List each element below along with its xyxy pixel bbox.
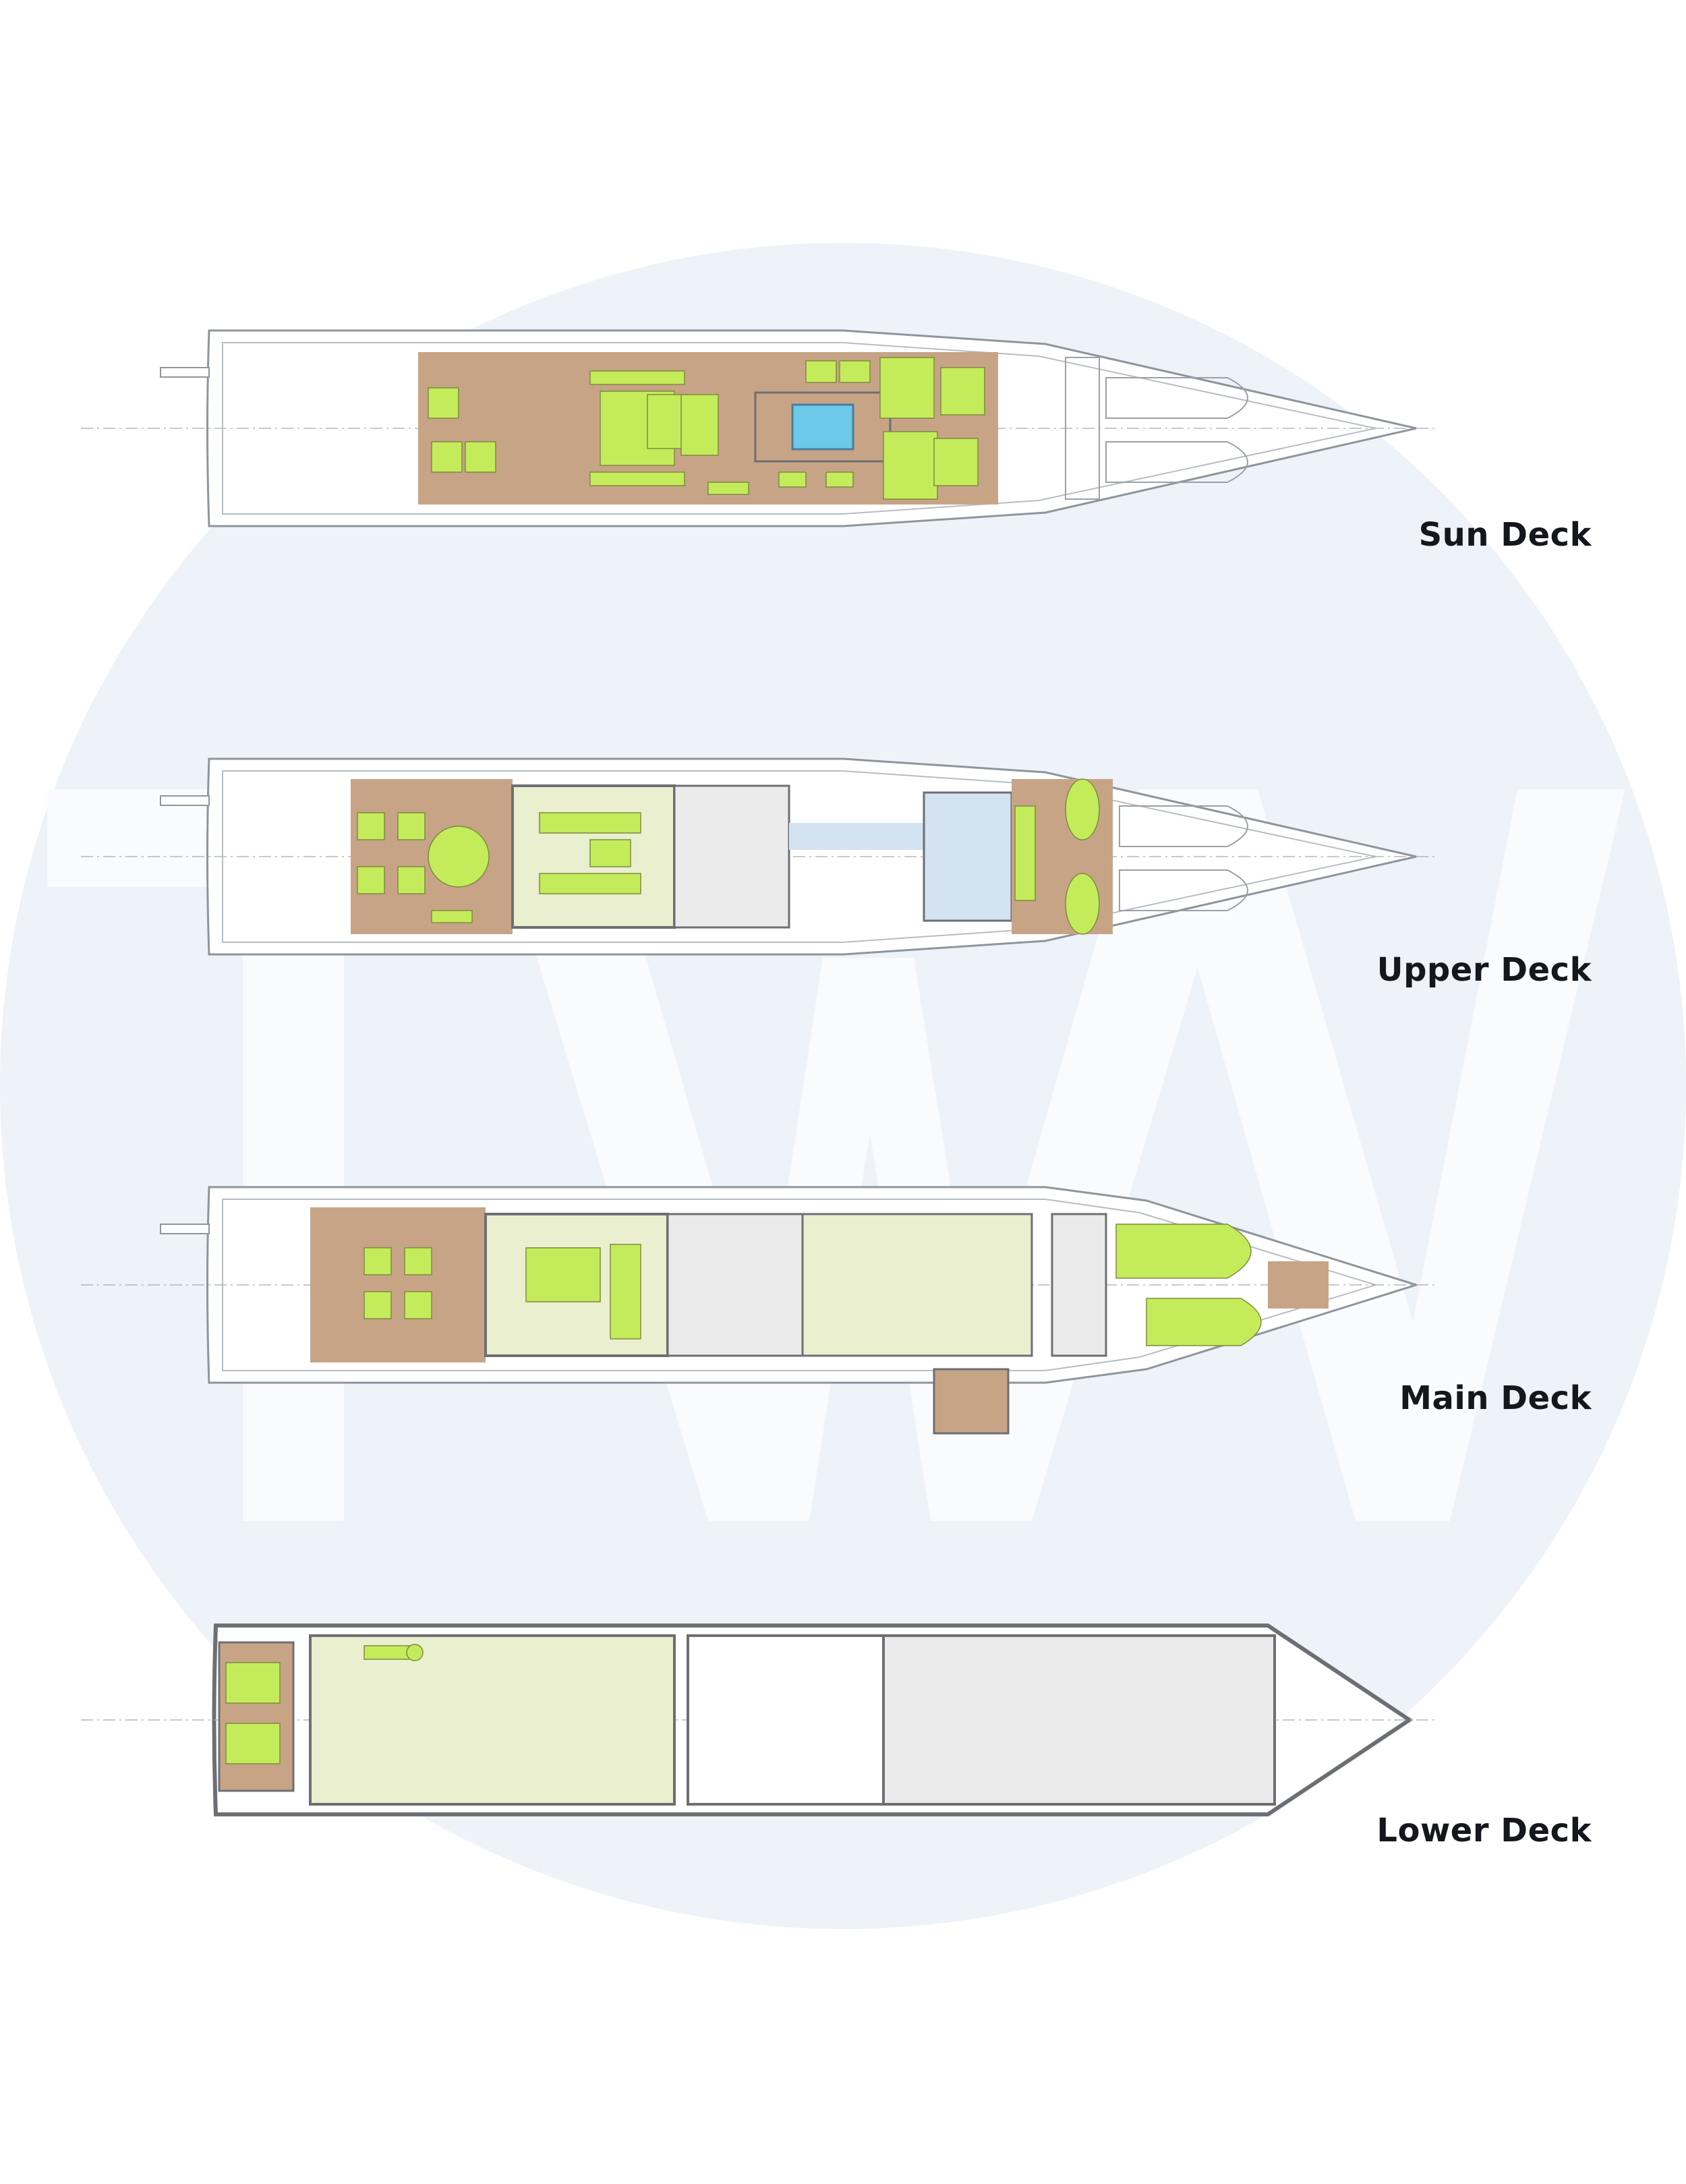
main-deck-guest-area (801, 1213, 1033, 1357)
upper-deck-plan (81, 757, 1436, 956)
upper-deck-corridor (789, 823, 924, 850)
upper-deck-furniture (357, 778, 1100, 935)
sun-deck-hull-inner (222, 342, 1376, 515)
main-deck-bow-teak (1268, 1261, 1329, 1309)
lower-deck-engine-room (687, 1634, 885, 1806)
main-deck-garage (1051, 1213, 1107, 1357)
upper-deck-crew-area (673, 784, 790, 929)
lower-deck-crew-quarters (882, 1634, 1276, 1806)
deck-label-main: Main Deck (1399, 1379, 1592, 1417)
lower-deck-plan (81, 1623, 1436, 1816)
main-deck-furniture (364, 1224, 1262, 1346)
main-deck-service (666, 1213, 804, 1357)
sun-deck-furniture (428, 357, 985, 500)
main-deck-balcony (933, 1368, 1010, 1435)
sun-deck-bow-stick (160, 367, 210, 378)
deck-label-sun: Sun Deck (1418, 516, 1592, 554)
deck-label-upper: Upper Deck (1376, 951, 1592, 989)
lower-deck-guest-cabins (309, 1634, 676, 1806)
sun-deck-plan (81, 329, 1436, 527)
upper-deck-bridge (923, 791, 1013, 922)
main-deck-plan (81, 1186, 1436, 1435)
main-deck-aft-teak (310, 1207, 486, 1362)
lower-deck-furniture (225, 1644, 424, 1764)
deck-label-lower: Lower Deck (1376, 1812, 1592, 1849)
sun-deck-tenders (1065, 357, 1248, 500)
sun-deck-pool (791, 403, 854, 451)
